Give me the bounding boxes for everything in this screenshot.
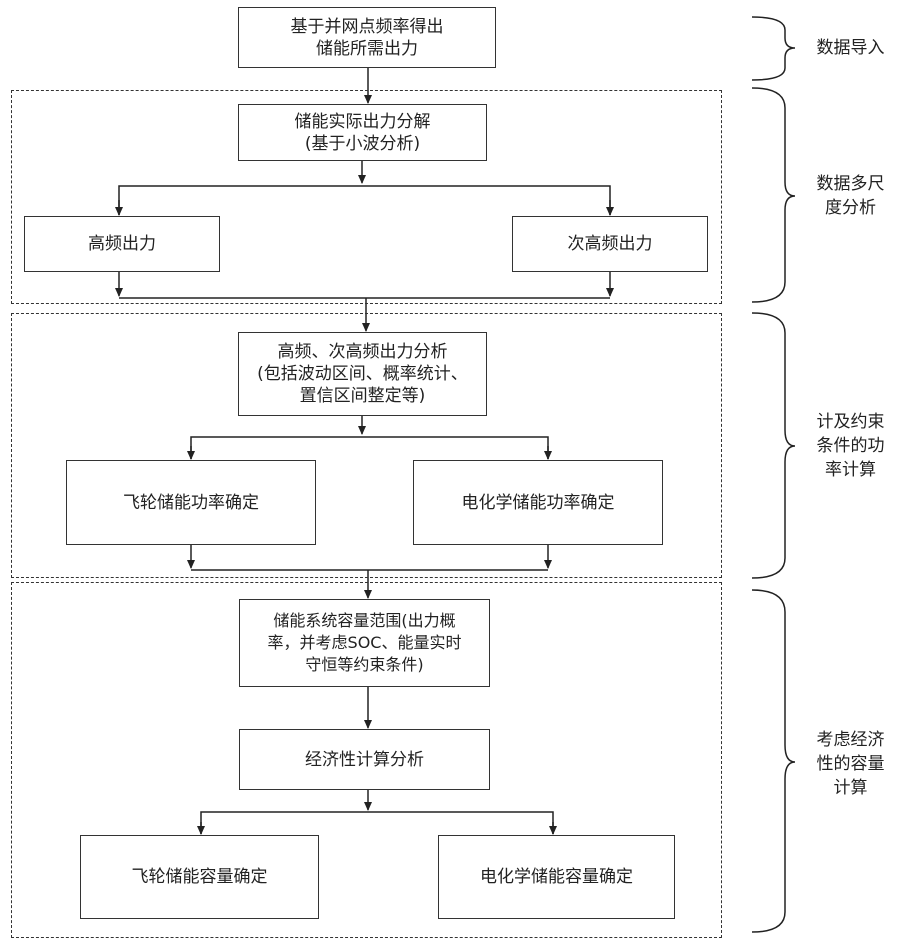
box-text-line: 储能实际出力分解 [294,111,431,132]
stage-label-line: 计算 [833,778,868,798]
box-sub-high-freq-output: 次高频出力 [512,216,708,272]
box-economic-analysis: 经济性计算分析 [239,729,490,790]
brace-multiscale [751,87,796,303]
stage-label-line: 度分析 [825,198,876,218]
box-text-line: 率，并考虑SOC、能量实时 [267,633,462,652]
box-text-line: 电化学储能容量确定 [480,867,633,887]
box-text-line: 高频、次高频出力分析 [277,342,448,362]
box-text-line: 储能系统容量范围(出力概 [273,611,456,630]
box-frequency-analysis: 高频、次高频出力分析 (包括波动区间、概率统计、 置信区间整定等) [238,332,487,416]
box-text-line: (基于小波分析) [304,133,421,154]
box-text-line: 飞轮储能容量确定 [131,867,268,887]
box-text-line: 次高频出力 [567,234,653,254]
box-high-freq-output: 高频出力 [24,216,220,272]
box-text-line: 高频出力 [88,234,156,254]
stage-label-data-import: 数据导入 [798,36,903,60]
box-text-line: (包括波动区间、概率统计、 [257,364,468,384]
box-text-line: 基于并网点频率得出 [290,16,444,37]
box-flywheel-capacity: 飞轮储能容量确定 [80,835,319,919]
box-text-line: 置信区间整定等) [299,386,426,406]
stage-label-capacity-calc: 考虑经济 性的容量 计算 [798,728,903,800]
box-text-line: 经济性计算分析 [305,749,424,770]
brace-capacity-calc [751,589,796,933]
stage-label-line: 考虑经济 [816,730,885,750]
box-electrochem-power: 电化学储能功率确定 [413,460,663,545]
stage-label-power-calc: 计及约束 条件的功 率计算 [798,410,903,482]
stage-label-multiscale: 数据多尺 度分析 [798,172,903,220]
box-output-decomposition: 储能实际出力分解 (基于小波分析) [238,104,487,161]
brace-power-calc [751,312,796,579]
stage-label-line: 数据多尺 [816,174,885,194]
box-capacity-range: 储能系统容量范围(出力概 率，并考虑SOC、能量实时 守恒等约束条件) [239,599,490,687]
region-power-calc [11,313,722,578]
stage-label-line: 数据导入 [816,38,885,58]
box-text-line: 电化学储能功率确定 [461,492,615,513]
box-text-line: 守恒等约束条件) [305,655,424,674]
box-electrochem-capacity: 电化学储能容量确定 [438,835,675,919]
box-required-output: 基于并网点频率得出 储能所需出力 [238,7,496,68]
stage-label-line: 条件的功 [816,436,885,456]
stage-label-line: 计及约束 [816,412,885,432]
region-capacity-calc [11,582,722,938]
box-text-line: 储能所需出力 [316,38,418,59]
stage-label-line: 率计算 [825,460,876,480]
box-flywheel-power: 飞轮储能功率确定 [66,460,316,545]
brace-data-import [751,16,796,81]
region-multiscale [11,90,722,304]
stage-label-line: 性的容量 [816,754,885,774]
box-text-line: 飞轮储能功率确定 [123,492,259,513]
